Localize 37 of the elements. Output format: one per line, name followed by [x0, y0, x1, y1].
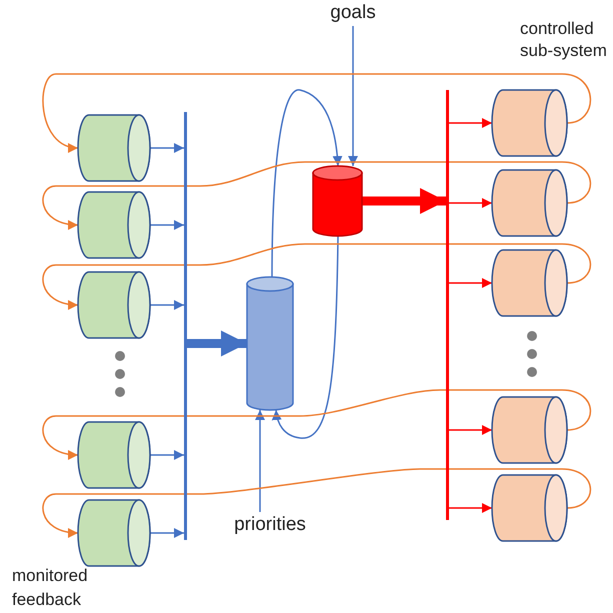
- caption-text: monitored feedback: [12, 565, 89, 611]
- arrow: [449, 278, 492, 288]
- cylinder: [78, 115, 150, 181]
- arrow: [42, 243, 592, 310]
- arrow: [150, 528, 184, 538]
- cylinder: [492, 475, 567, 541]
- cylinder: [492, 397, 567, 463]
- cylinder: [78, 272, 150, 338]
- arrow: [42, 468, 592, 538]
- arrow: [449, 198, 492, 208]
- cylinder: [78, 192, 150, 258]
- cylinder: [492, 170, 567, 236]
- cylinder: [78, 422, 150, 488]
- arrow: [42, 73, 591, 152]
- cylinder: [492, 250, 567, 316]
- arrow: [150, 450, 184, 460]
- arrow: [272, 236, 339, 439]
- arrow: [42, 389, 592, 460]
- arrow: [362, 188, 446, 214]
- arrow: [449, 503, 492, 513]
- caption-text: controlled sub-system: [520, 18, 608, 62]
- arrow: [255, 410, 265, 512]
- cylinder: [247, 277, 293, 410]
- arrow: [449, 118, 492, 128]
- arrow: [42, 161, 592, 230]
- arrow: [348, 26, 358, 166]
- arrow: [150, 300, 184, 310]
- arrow: [150, 220, 184, 230]
- cylinder: [313, 166, 362, 236]
- arrow: [271, 89, 342, 277]
- bus-line: [184, 112, 187, 540]
- bus-line: [446, 90, 449, 520]
- arrow: [187, 330, 247, 356]
- cylinder: [78, 500, 150, 566]
- arrow: [150, 143, 184, 153]
- arrow: [449, 425, 492, 435]
- cylinder: [492, 90, 567, 156]
